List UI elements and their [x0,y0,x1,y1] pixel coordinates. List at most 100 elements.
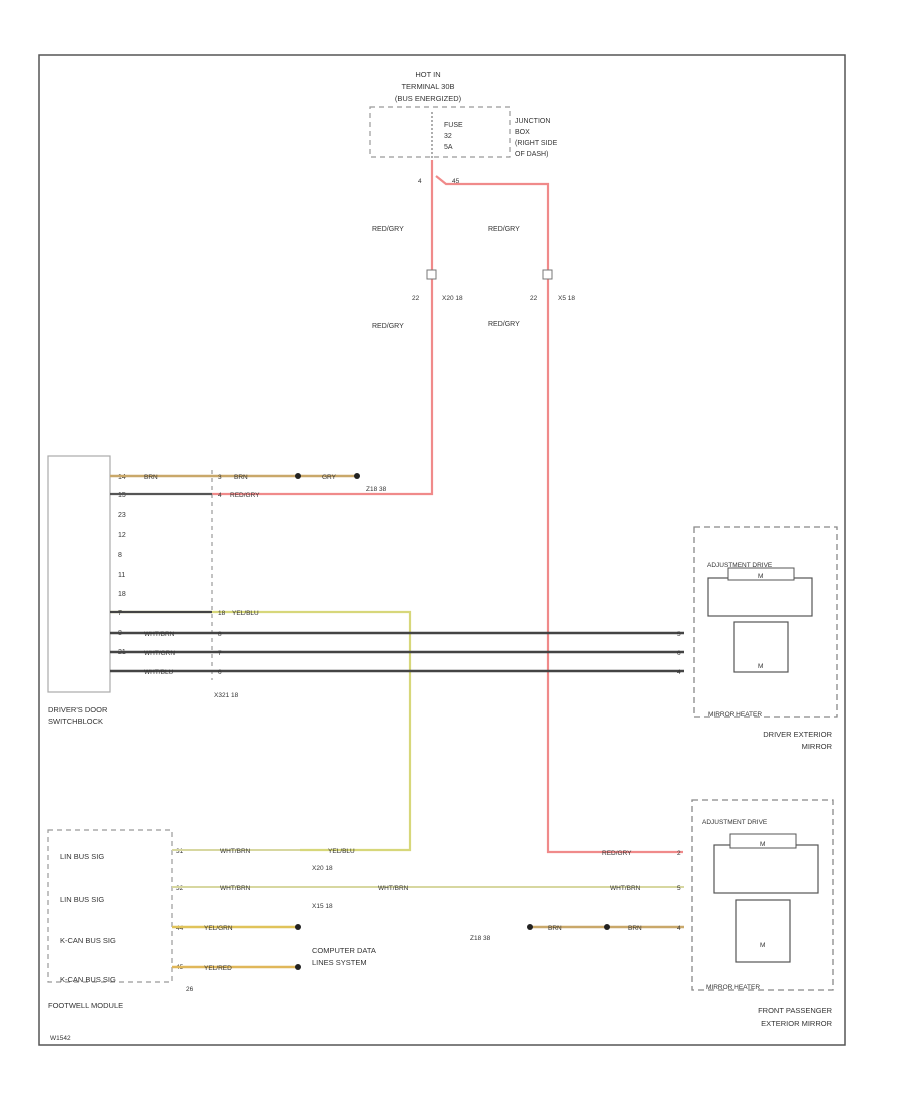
conn-x20-top: X20 18 [442,295,463,302]
conn-x15: X15 18 [312,903,333,910]
svg-text:23: 23 [118,512,126,519]
svg-text:8: 8 [118,552,122,559]
wire-label-yel-red: YEL/RED [204,965,232,972]
footwell-row-3: K-CAN BUS SIG [60,936,116,945]
wire-label-yel-blu-1: YEL/BLU [232,610,259,617]
footwell-row-4: K-CAN BUS SIG [60,975,116,984]
switchblock-name-2: SWITCHBLOCK [48,717,103,726]
pin-22-right: 22 [530,295,538,302]
wire-label-wht-blu: WHT/BLU [144,669,174,676]
footwell-row-2: LIN BUS SIG [60,895,104,904]
kcan-1-terminal [295,924,301,930]
driver-adjustment-drive [707,577,813,617]
driver-mirror-pin-b: 6 [677,650,681,657]
fuse-label-1: FUSE [444,122,463,129]
passenger-mirror-pin-c: 4 [677,925,681,932]
passenger-motor-1-label: M [760,841,765,848]
wire-label-red-3: RED/GRY [372,323,404,330]
wire-label-yel-grn: YEL/GRN [204,925,233,932]
wire-label-brn-3: BRN [548,925,562,932]
passenger-mirror-pin-b: 5 [677,885,681,892]
driver-mirror-drive-label: ADJUSTMENT DRIVE [707,562,773,569]
power-title-1: HOT IN [415,70,440,79]
x-pin-8: 8 [218,631,222,638]
diagram-frame [38,54,846,1046]
junction-box-label-1: JUNCTION [515,118,550,125]
passenger-adjustment-drive [713,844,819,894]
wire-label-gry: GRY [322,474,337,481]
wire-label-red-4: RED/GRY [488,321,520,328]
junction-box-label-2: BOX [515,129,530,136]
wire-label-red-1: RED/GRY [372,226,404,233]
junction-box-label-3: (RIGHT SIDE [515,140,558,147]
power-title-3: (BUS ENERGIZED) [395,94,462,103]
passenger-motor-2 [735,899,791,963]
passenger-mirror-housing-label: MIRROR HEATER [706,984,760,991]
x-pin-18: 18 [218,610,226,617]
wire-label-wht-grn: WHT/GRN [144,650,175,657]
fuse-label-3: 5A [444,144,453,151]
passenger-mirror-drive-label: ADJUSTMENT DRIVE [702,819,768,826]
conn-x5-top: X5 18 [558,295,575,302]
svg-text:12: 12 [118,532,126,539]
mirror-motor-wires [110,631,684,673]
yel-blu-wire [110,610,412,852]
passenger-mirror-outline [691,799,834,991]
driver-mirror-name-1: DRIVER EXTERIOR [763,730,832,739]
driver-mirror-pin-c: 4 [677,669,681,676]
computer-data-lines-1: COMPUTER DATA [312,946,376,955]
driver-mirror-outline [693,526,838,718]
driver-mirror-name-2: MIRROR [802,742,833,751]
driver-switchblock [47,455,111,693]
footwell-bottom-pin: 26 [186,986,194,993]
x-pin-6: 6 [218,669,222,676]
wire-label-red-5: RED/GRY [230,492,260,499]
svg-text:14: 14 [118,474,126,481]
wire-label-red-6: RED/GRY [602,850,632,857]
fuse-pin-b: 45 [452,178,460,185]
passenger-motor-2-label: M [760,942,765,949]
computer-data-lines-2: LINES SYSTEM [312,958,367,967]
footwell-pin-44: 44 [176,925,184,932]
wire-label-wht-brn-3: WHT/BRN [220,885,251,892]
junction-box-label-4: OF DASH) [515,151,548,158]
wire-label-wht-brn-1: WHT/BRN [144,631,175,638]
junction-box-outline [369,106,511,158]
footwell-pin-32: 32 [176,885,184,892]
svg-text:11: 11 [118,572,125,579]
splice-right [542,269,553,280]
brn-splice [295,473,301,479]
passenger-mirror-name-2: EXTERIOR MIRROR [761,1019,832,1028]
fuse-pin-a: 4 [418,178,422,185]
splice-left [426,269,437,280]
passenger-mirror-pin-a: 2 [677,850,681,857]
x-pin-7: 7 [218,650,222,657]
conn-z18-bottom: Z18 38 [470,935,491,942]
conn-z18-top: Z18 38 [366,486,387,493]
footwell-row-1: LIN BUS SIG [60,852,104,861]
driver-motor-1 [727,567,795,581]
wire-label-brn-2: BRN [234,474,248,481]
footwell-module-outline [47,829,173,983]
driver-motor-1-label: M [758,573,763,580]
driver-motor-2 [733,621,789,673]
gry-terminal [354,473,360,479]
kcan-2-terminal [295,964,301,970]
passenger-mirror-name-1: FRONT PASSENGER [758,1006,832,1015]
passenger-ground-splice [604,924,610,930]
driver-mirror-housing-label: MIRROR HEATER [708,711,762,718]
switchblock-name-1: DRIVER'S DOOR [48,705,108,714]
x-pin-4: 4 [218,492,222,499]
footwell-name: FOOTWELL MODULE [48,1001,123,1010]
driver-mirror-pin-a: 5 [677,631,681,638]
passenger-motor-1 [729,833,797,849]
driver-motor-2-label: M [758,663,763,670]
wire-label-wht-brn-4: WHT/BRN [378,885,409,892]
fuse-label-2: 32 [444,133,452,140]
footwell-pin-31: 31 [176,848,184,855]
wire-label-wht-brn-5: WHT/BRN [610,885,641,892]
wire-label-wht-brn-2: WHT/BRN [220,848,251,855]
x-pin-3: 3 [218,474,222,481]
svg-text:15: 15 [118,492,126,499]
